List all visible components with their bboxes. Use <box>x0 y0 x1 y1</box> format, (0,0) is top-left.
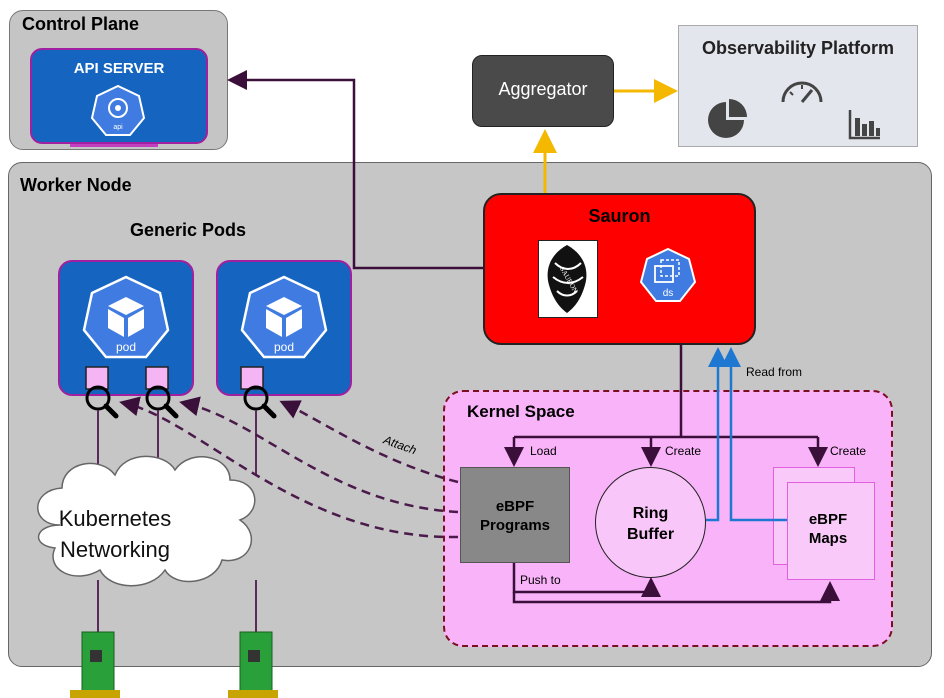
sauron-to-api-arrow <box>227 70 483 270</box>
pie-chart-icon <box>708 99 747 138</box>
pod-port <box>145 366 169 390</box>
ds-icon-text: ds <box>663 288 674 299</box>
api-icon-text: api <box>113 124 123 131</box>
sauron-logo-icon: SAURON <box>547 245 587 313</box>
attach-arrow <box>119 396 459 539</box>
pod-port <box>85 366 109 390</box>
ebpf-programs-box <box>460 467 570 563</box>
attach-arrow <box>279 400 459 484</box>
magnifier-icon <box>145 385 179 419</box>
observability-platform-box <box>678 25 918 147</box>
bar-chart-icon <box>848 110 880 140</box>
worker-node-title: Worker Node <box>20 175 132 195</box>
ring-read-arrow <box>706 347 728 522</box>
pod-2-text: pod <box>274 340 294 354</box>
kubernetes-networking-cloud <box>37 455 256 587</box>
create-maps-label: Create <box>830 444 867 458</box>
create-ring-label: Create <box>665 444 702 458</box>
api-server-label: API SERVER <box>73 60 165 77</box>
aggregator-box <box>472 55 614 127</box>
observability-platform-title: Observability Platform <box>701 38 895 58</box>
kernel-space-title: Kernel Space <box>467 402 575 421</box>
magnifier-icon <box>85 385 119 419</box>
ds-icon: ds <box>639 247 697 302</box>
aggregator-label: Aggregator <box>498 79 588 99</box>
generic-pods-title: Generic Pods <box>130 220 247 240</box>
load-label: Load <box>530 444 557 458</box>
control-plane-title: Control Plane <box>22 14 140 34</box>
sauron-title: Sauron <box>588 206 651 226</box>
api-icon: api <box>90 84 146 136</box>
attach-arrow <box>179 396 459 514</box>
ebpf-map-front <box>787 482 875 580</box>
sauron-box <box>483 193 756 345</box>
speedometer-icon <box>781 81 823 103</box>
pod-1-text: pod <box>116 340 136 354</box>
api-underline <box>70 144 158 147</box>
magnifier-icon <box>243 385 277 419</box>
pod-port <box>240 366 264 390</box>
sauron-logo: SAURON <box>538 240 598 318</box>
network-card-icon <box>228 631 278 698</box>
push-to-ring-arrow <box>512 563 661 597</box>
push-to-maps-arrow <box>512 581 840 604</box>
read-from-label: Read from <box>746 365 803 379</box>
pod-icon: pod <box>82 275 170 359</box>
pod-icon: pod <box>240 275 328 359</box>
network-card-icon <box>70 631 120 698</box>
maps-read-arrow <box>721 347 787 522</box>
push-to-label: Push to <box>520 573 561 587</box>
